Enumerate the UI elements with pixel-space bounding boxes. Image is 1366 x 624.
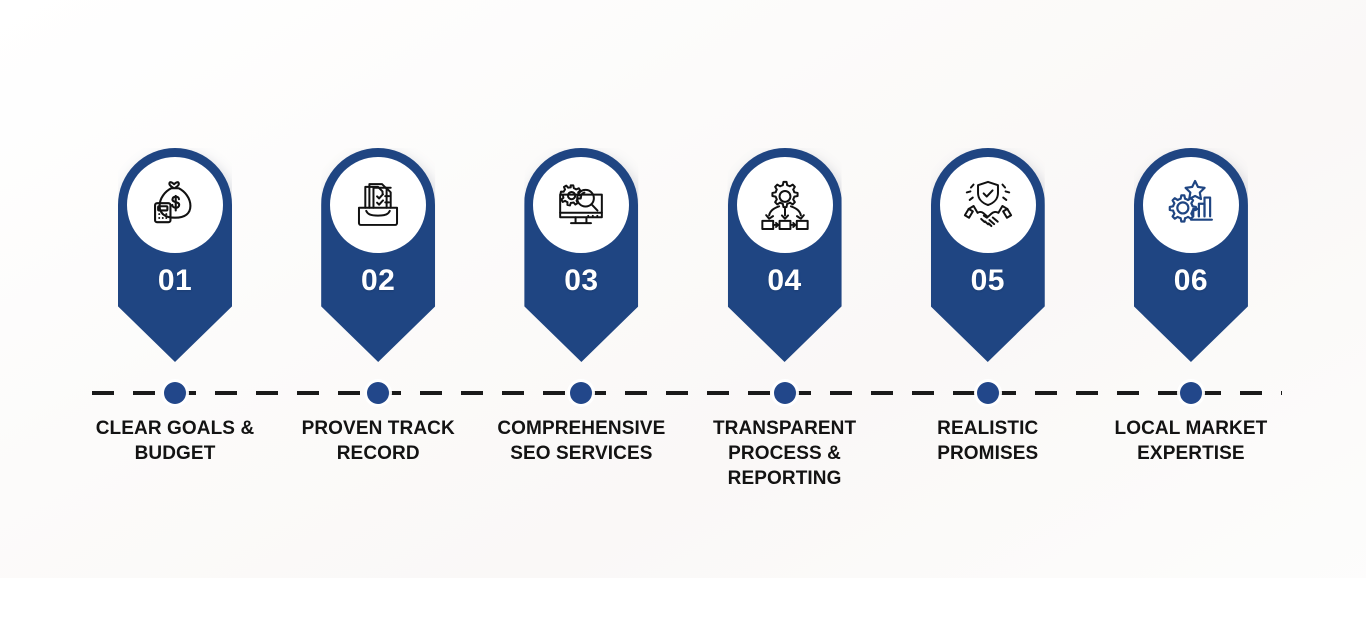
gear-star-bar-chart-icon (1142, 157, 1239, 253)
step-pin-3[interactable]: 03 (524, 148, 639, 362)
document-checklist-tray-icon (330, 157, 427, 253)
step-number: 03 (564, 264, 599, 297)
timeline-step-3[interactable]: 03 COMPREHENSIVE SEO SERVICES (481, 0, 681, 624)
timeline-dot-1 (164, 382, 186, 404)
timeline-dot-5 (976, 382, 999, 404)
step-pin-6[interactable]: 06 (1133, 148, 1248, 362)
timeline-dot-4 (773, 382, 796, 404)
step-label-4: TRANSPARENT PROCESS & REPORTING (712, 418, 857, 490)
timeline-step-1[interactable]: 01 CLEAR GOALS & BUDGET (75, 0, 275, 624)
timeline-step-2[interactable]: 02 PROVEN TRACK RECORD (278, 0, 478, 624)
step-pin-2[interactable]: 02 (321, 148, 436, 362)
step-label-3: COMPREHENSIVE SEO SERVICES (497, 418, 666, 465)
timeline-dot-2 (367, 382, 390, 404)
step-label-2: PROVEN TRACK RECORD (301, 418, 455, 465)
timeline-dot-3 (570, 382, 593, 404)
money-bag-calculator-icon (127, 157, 223, 253)
timeline-step-5[interactable]: 05 REALISTIC PROMISES (888, 0, 1088, 624)
monitor-gear-magnifier-icon (533, 157, 630, 253)
step-pin-1[interactable]: 01 (118, 148, 232, 362)
timeline-steps: 01 CLEAR GOALS & BUDGET (75, 0, 1291, 624)
step-label-6: LOCAL MARKET EXPERTISE (1114, 418, 1268, 465)
timeline-dashed-axis (92, 391, 1282, 395)
step-number: 01 (157, 264, 193, 297)
step-number: 04 (767, 264, 802, 297)
step-pin-4[interactable]: 04 (727, 148, 842, 362)
step-label-1: CLEAR GOALS & BUDGET (95, 418, 255, 465)
timeline-dot-6 (1179, 382, 1202, 404)
timeline-step-4[interactable]: 04 TRANSPARENT PROCESS & REPORTING (685, 0, 885, 624)
timeline-step-6[interactable]: 06 LOCAL MARKET EXPERTISE (1091, 0, 1291, 624)
step-number: 05 (970, 264, 1005, 297)
step-pin-5[interactable]: 05 (930, 148, 1045, 362)
step-label-5: REALISTIC PROMISES (937, 418, 1039, 465)
gear-workflow-diagram-icon (736, 157, 833, 253)
step-number: 06 (1173, 264, 1209, 297)
handshake-shield-check-icon (939, 157, 1036, 253)
step-number: 02 (361, 264, 396, 297)
